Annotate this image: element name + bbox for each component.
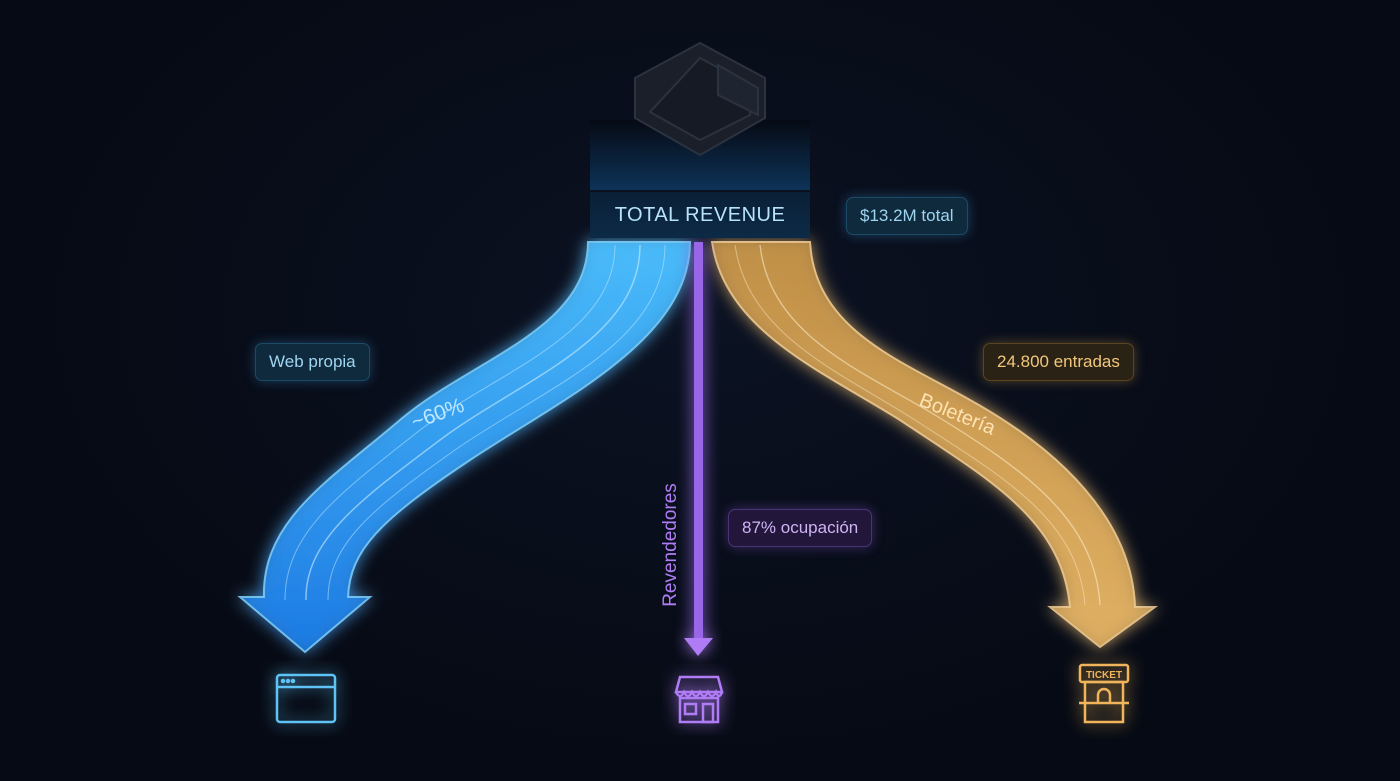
flow-web-propia <box>237 241 692 654</box>
total-revenue-title: TOTAL REVENUE <box>590 192 810 238</box>
ticket-icon-text: TICKET <box>1086 670 1122 681</box>
ocupacion-badge: 87% ocupación <box>728 509 873 547</box>
web-propia-badge: Web propia <box>255 343 370 381</box>
flow-revendedores <box>684 242 713 656</box>
laptop-icon <box>634 41 766 157</box>
storefront-icon <box>674 675 724 724</box>
revendedores-label: Revendedores <box>660 483 681 607</box>
ticket-booth-icon <box>1078 663 1130 724</box>
total-badge: $13.2M total <box>846 197 968 235</box>
entradas-badge: 24.800 entradas <box>983 343 1134 381</box>
browser-window-icon <box>275 673 337 724</box>
flow-boleteria <box>710 241 1159 649</box>
